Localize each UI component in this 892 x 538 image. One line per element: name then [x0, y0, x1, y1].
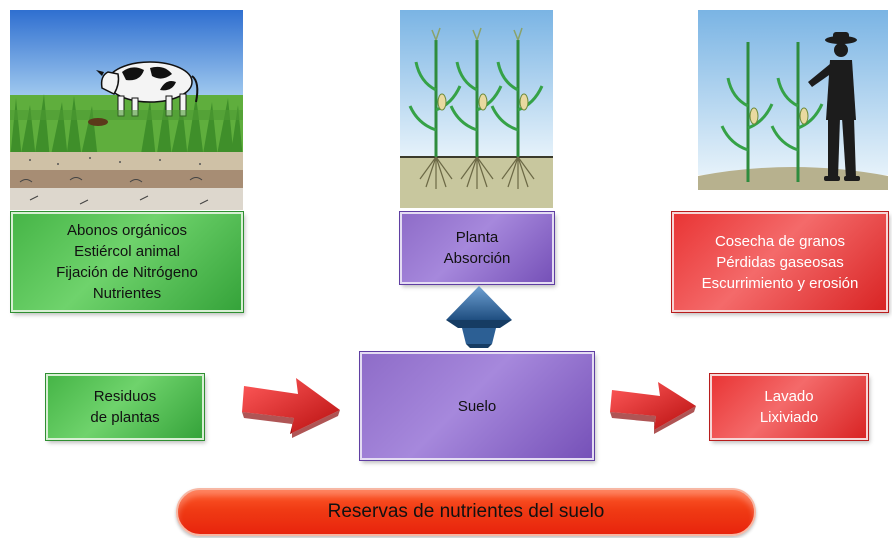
inputs-line-1: Abonos orgánicos [66, 222, 188, 239]
outputs-line-3: Escurrimiento y erosión [701, 274, 859, 292]
residues-line-1: Residuos [93, 388, 157, 405]
corn-roots-illustration [400, 10, 553, 208]
plant-line-1: Planta [455, 229, 499, 246]
inputs-box: Abonos orgánicos Estiércol animal Fijaci… [11, 212, 243, 312]
leaching-line-2: Lixiviado [759, 409, 819, 426]
soil-label: Suelo [457, 397, 497, 415]
harvest-illustration [698, 10, 888, 208]
farmer-icon [808, 32, 860, 181]
soil-nutrient-reserve-bar: Reservas de nutrientes del suelo [176, 488, 756, 536]
leaching-line-1: Lavado [764, 388, 814, 405]
soil-box: Suelo [360, 352, 594, 460]
cow-icon [96, 61, 199, 117]
right-arrow-icon [610, 382, 696, 434]
residues-box: Residuos de plantas [46, 374, 204, 440]
right-arrow-icon [242, 378, 340, 438]
roots-icon [419, 156, 535, 189]
reserve-label: Reservas de nutrientes del suelo [327, 501, 605, 522]
residues-line-2: de plantas [90, 409, 160, 426]
plant-line-2: Absorción [443, 250, 511, 267]
outputs-box: Cosecha de granos Pérdidas gaseosas Escu… [672, 212, 888, 312]
leaching-box: Lavado Lixiviado [710, 374, 868, 440]
plant-box: Planta Absorción [400, 212, 554, 284]
cow-pasture-illustration [10, 10, 243, 210]
corn-plant-icon [720, 42, 824, 182]
inputs-line-2: Estiércol animal [74, 243, 180, 260]
up-arrow-icon [446, 286, 512, 348]
inputs-line-3: Fijación de Nitrógeno [56, 264, 198, 281]
outputs-line-1: Cosecha de granos [714, 232, 846, 250]
corn-plant-icon [408, 27, 544, 157]
outputs-line-2: Pérdidas gaseosas [716, 253, 844, 271]
inputs-line-4: Nutrientes [92, 285, 162, 302]
